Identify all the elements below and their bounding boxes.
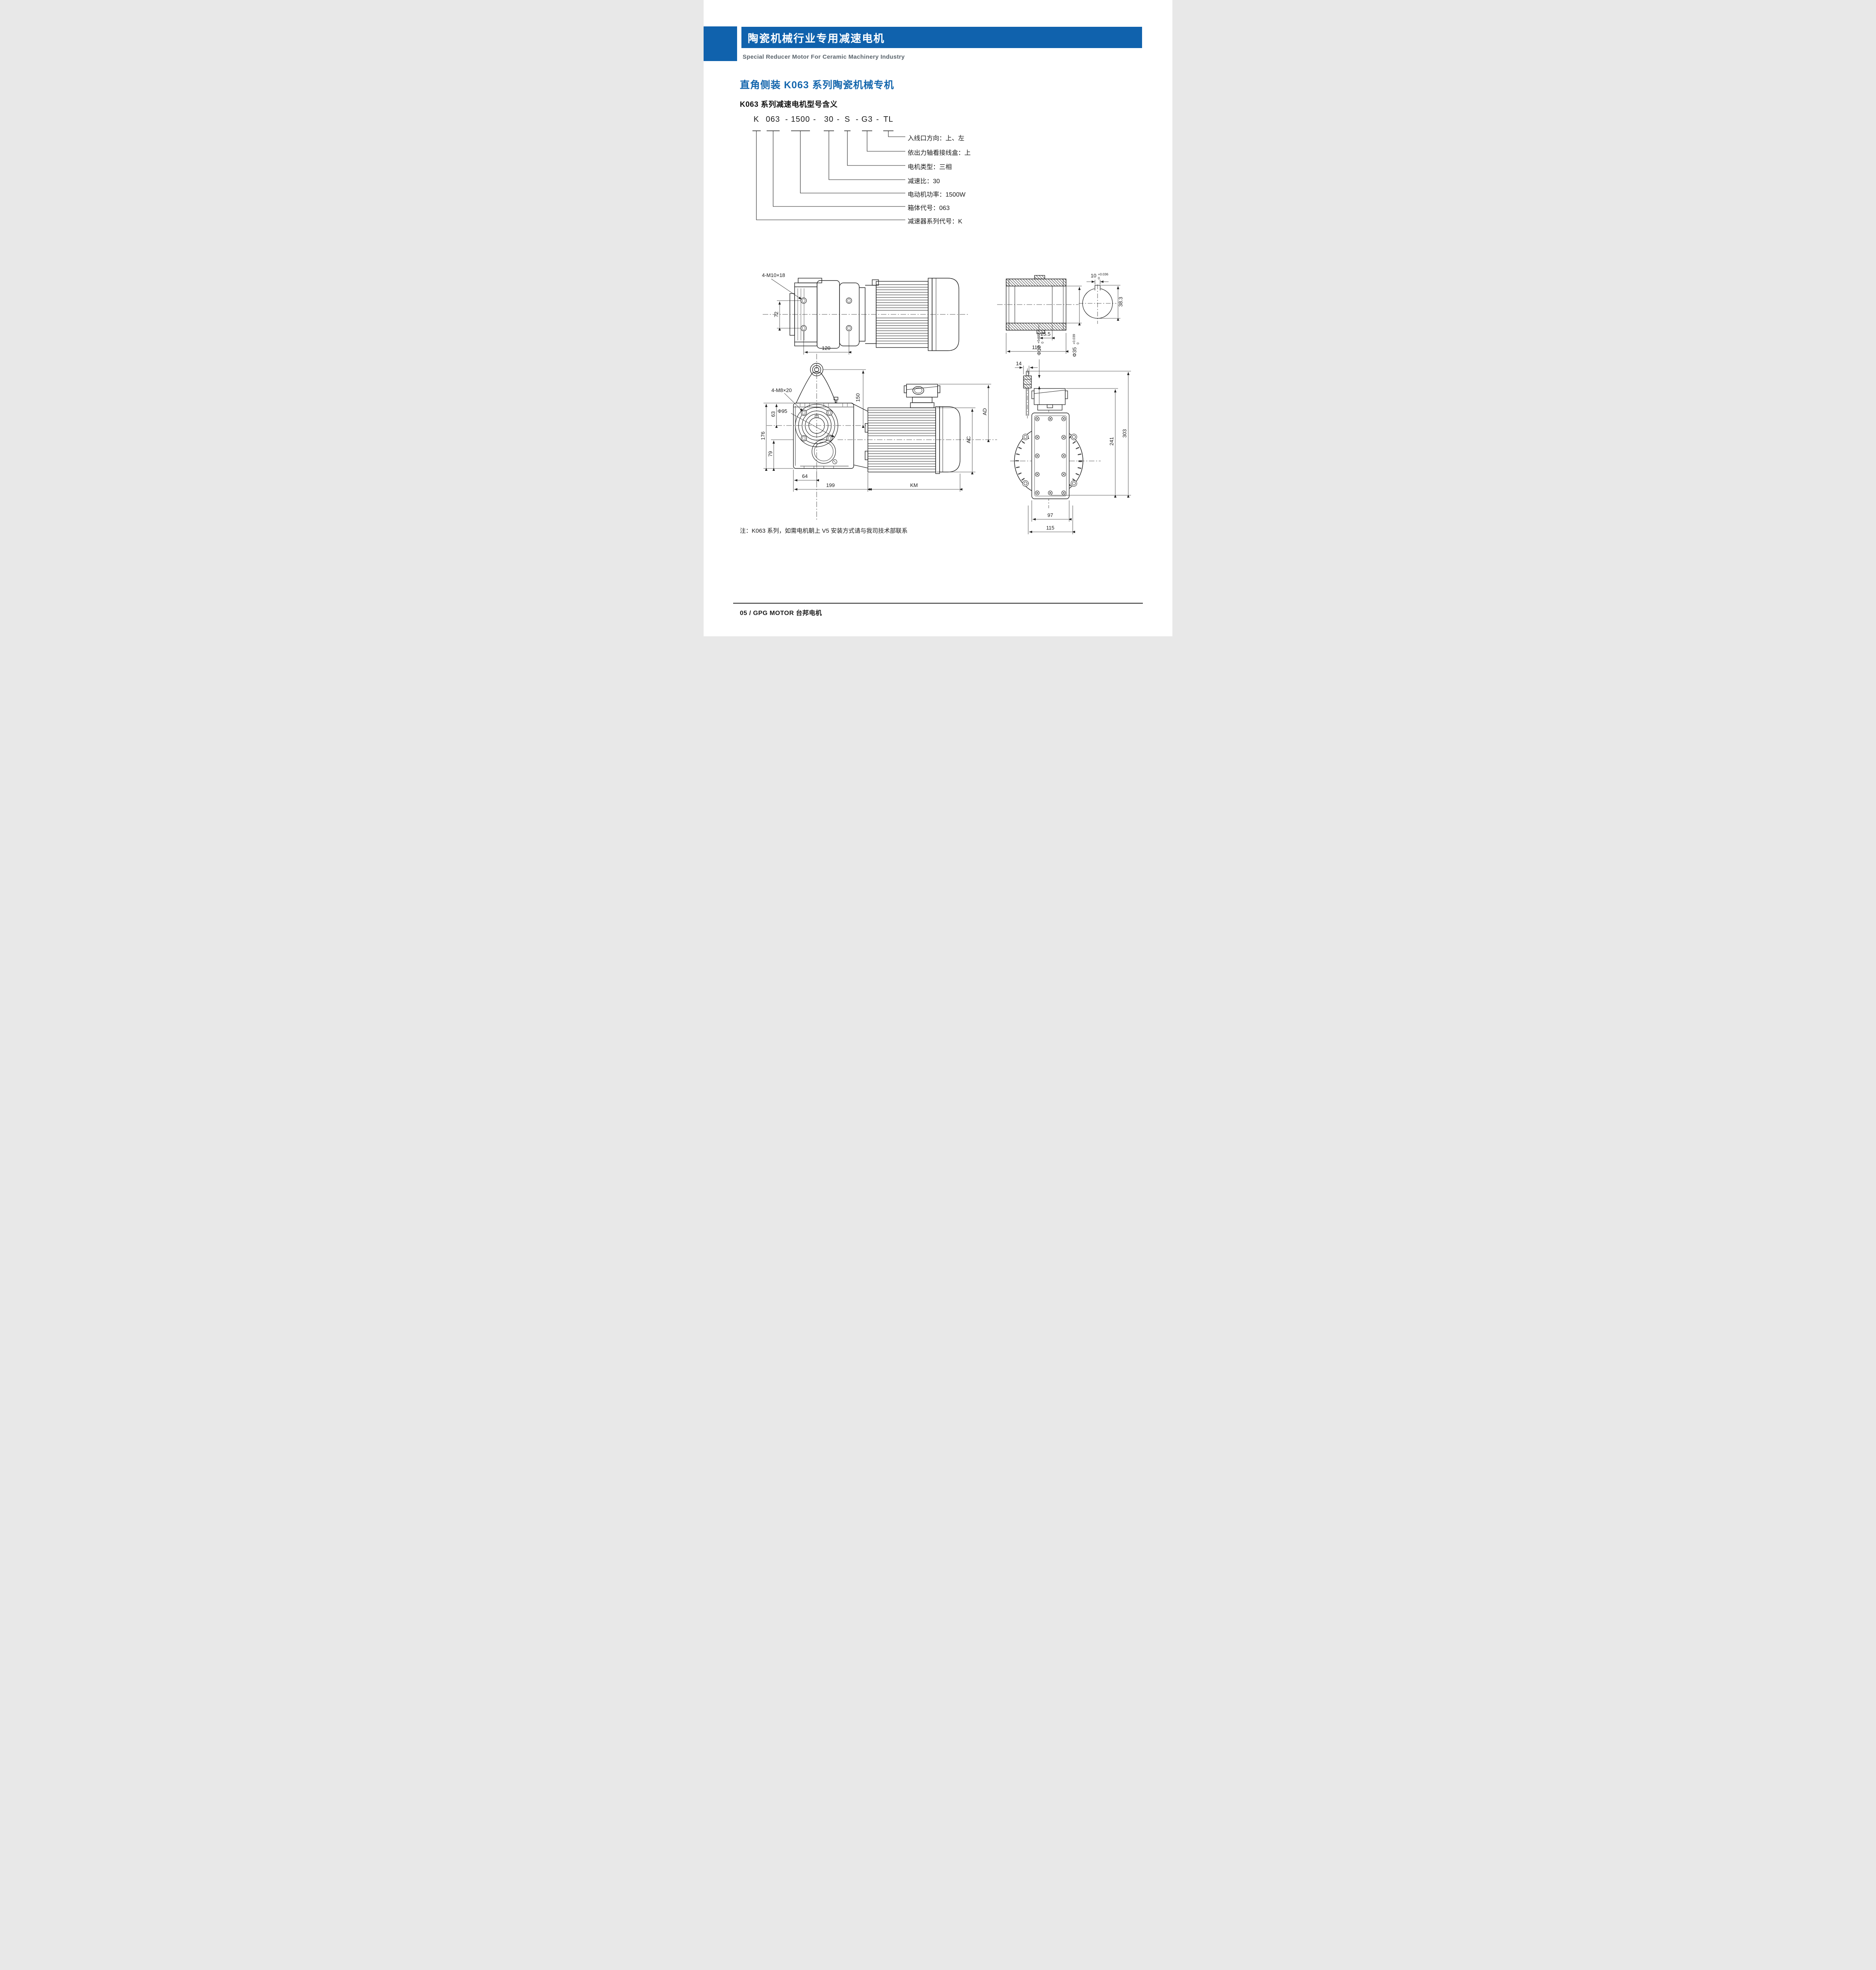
dim-KM: KM: [910, 482, 918, 488]
dim-199: 199: [826, 482, 835, 488]
dim-shaft-dia: Φ10: [1036, 346, 1042, 355]
dim-241: 241: [1109, 437, 1114, 446]
drawing-shaft-section: 25.5 115 Φ35 +0.039 0 10 +0.036 0 38.3: [997, 272, 1124, 357]
model-segment-box: G3: [861, 115, 873, 124]
dim-72: 72: [773, 312, 779, 317]
dim-25-5: 25.5: [1040, 331, 1050, 337]
dim-64: 64: [802, 473, 808, 479]
label-4-M10x18: 4-M10×18: [762, 272, 785, 278]
dim-38-3: 38.3: [1118, 297, 1124, 307]
section-subtitle: K063 系列减速电机型号含义: [740, 100, 838, 109]
legend-housing-code: 箱体代号：063: [908, 205, 950, 212]
note-text: 注：K063 系列，如需电机朝上 V5 安装方式请与我司技术部联系: [740, 528, 908, 534]
model-separator: -: [813, 115, 816, 124]
legend-power: 电动机功率：1500W: [908, 191, 966, 198]
drawing-side-view: 72 120 4-M10×18: [762, 272, 968, 355]
dim-115-rear: 115: [1046, 525, 1055, 531]
dim-115-sleeve: 115: [1032, 344, 1040, 350]
footer-text: 05 / GPG MOTOR 台邦电机: [740, 610, 822, 617]
dim-63: 63: [770, 411, 776, 417]
model-segment-series: K: [753, 115, 760, 124]
dim-79: 79: [767, 451, 773, 457]
model-separator: -: [876, 115, 879, 124]
catalog-page: 陶瓷机械行业专用减速电机 Special Reducer Motor For C…: [704, 0, 1172, 636]
dim-shaft-tol-upper: +0.022: [1036, 333, 1040, 344]
dim-14: 14: [1016, 361, 1022, 366]
legend-terminal-box: 依出力轴看接线盒：上: [908, 150, 971, 156]
footer-divider: [733, 603, 1143, 604]
header-bar: 陶瓷机械行业专用减速电机: [741, 27, 1142, 48]
legend-series-code: 减速器系列代号：K: [908, 218, 962, 225]
dim-key-tol-upper: +0.036: [1098, 272, 1109, 276]
label-flange-dia: Φ95: [778, 408, 788, 414]
model-segment-power: 1500: [791, 115, 810, 124]
legend-inlet-direction: 入线口方向：上、左: [908, 135, 965, 142]
model-segment-housing: 063: [765, 115, 780, 124]
technical-drawings: 72 120 4-M10×18: [752, 130, 1131, 534]
model-connector-lines: [752, 130, 905, 220]
model-segment-inlet: TL: [883, 115, 893, 124]
model-separator: -: [856, 115, 859, 124]
legend-motor-type: 电机类型：三相: [908, 164, 952, 171]
model-segment-phase: S: [844, 115, 851, 124]
model-separator: -: [785, 115, 788, 124]
model-separator: -: [837, 115, 840, 124]
page-subtitle-en: Special Reducer Motor For Ceramic Machin…: [743, 54, 905, 60]
section-title: 直角侧装 K063 系列陶瓷机械专机: [740, 80, 894, 91]
dim-bore-tol-lower: 0: [1076, 342, 1080, 344]
dim-176: 176: [760, 431, 766, 440]
dim-97: 97: [1048, 512, 1053, 518]
dim-shaft-tol-lower: 0: [1040, 342, 1044, 344]
dim-key-width: 10: [1091, 273, 1096, 279]
dim-bore-dia: Φ35: [1072, 347, 1077, 357]
dim-AD: AD: [982, 408, 988, 415]
legend-ratio: 减速比：30: [908, 178, 940, 185]
dim-key-tol-lower: 0: [1098, 276, 1100, 280]
dim-150: 150: [855, 393, 861, 402]
dim-120: 120: [822, 345, 830, 351]
page-title: 陶瓷机械行业专用减速电机: [748, 32, 885, 45]
model-segment-ratio: 30: [824, 115, 834, 124]
dim-AC: AC: [966, 436, 971, 443]
drawing-rear-view: 14 Φ10 +0.022 0 241 303 97 115: [1010, 333, 1131, 534]
brand-corner-block: [704, 26, 737, 61]
drawing-front-view: 4-M8×20 Φ95 150 63 79 1: [760, 354, 997, 520]
dim-bore-tol-upper: +0.039: [1072, 334, 1076, 344]
label-4-M8x20: 4-M8×20: [771, 387, 792, 393]
dim-303: 303: [1122, 429, 1127, 438]
